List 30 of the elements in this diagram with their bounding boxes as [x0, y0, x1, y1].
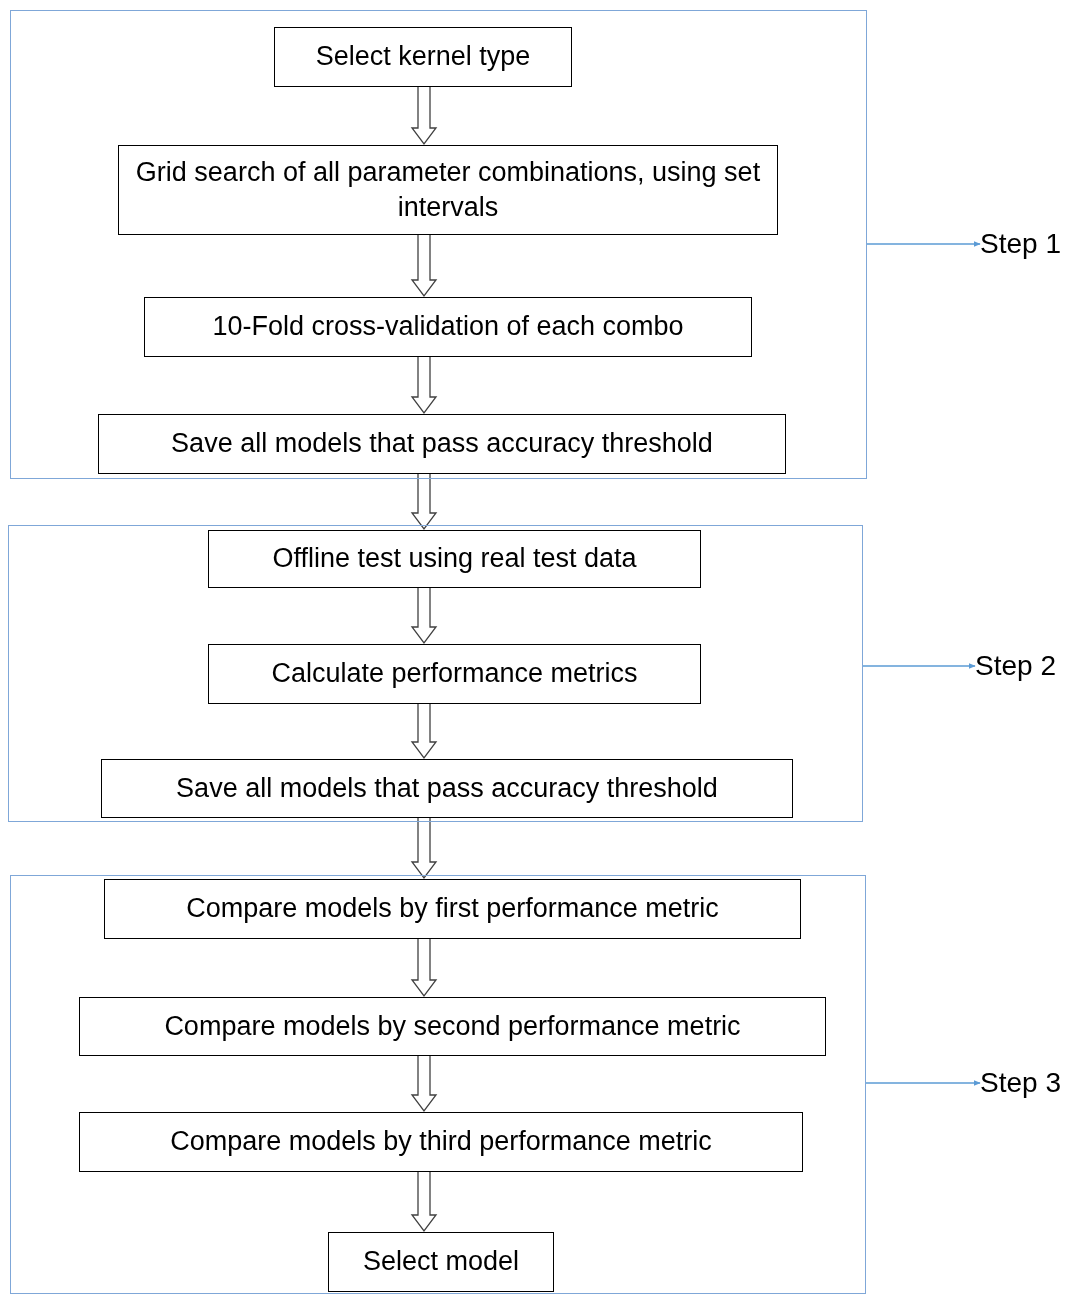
step-label: Step 1 — [980, 224, 1086, 264]
process-box: Select kernel type — [274, 27, 572, 87]
process-box: Offline test using real test data — [208, 530, 701, 588]
hollow-arrow — [410, 1054, 438, 1113]
process-box: Compare models by third performance metric — [79, 1112, 803, 1172]
process-box: Save all models that pass accuracy threshold — [98, 414, 786, 474]
step-label: Step 2 — [975, 646, 1081, 686]
process-box: Calculate performance metrics — [208, 644, 701, 704]
hollow-arrow — [410, 85, 438, 146]
step-group-frame — [8, 525, 863, 822]
step-group-frame — [10, 10, 867, 479]
arrow — [865, 1080, 981, 1086]
process-box: 10-Fold cross-validation of each combo — [144, 297, 752, 357]
process-box: Select model — [328, 1232, 554, 1292]
hollow-arrow — [410, 1170, 438, 1233]
hollow-arrow — [410, 937, 438, 998]
process-box: Compare models by first performance metric — [104, 879, 801, 939]
hollow-arrow — [410, 586, 438, 645]
hollow-arrow — [410, 355, 438, 415]
arrow — [862, 663, 976, 669]
process-box: Grid search of all parameter combinations, using set intervals — [118, 145, 778, 235]
arrow — [866, 241, 981, 247]
hollow-arrow — [410, 233, 438, 298]
process-box: Save all models that pass accuracy threshold — [101, 759, 793, 818]
hollow-arrow — [410, 472, 438, 531]
step-label: Step 3 — [980, 1063, 1086, 1103]
hollow-arrow — [410, 702, 438, 760]
hollow-arrow — [410, 816, 438, 880]
step-group-frame — [10, 875, 866, 1294]
process-box: Compare models by second performance metric — [79, 997, 826, 1056]
